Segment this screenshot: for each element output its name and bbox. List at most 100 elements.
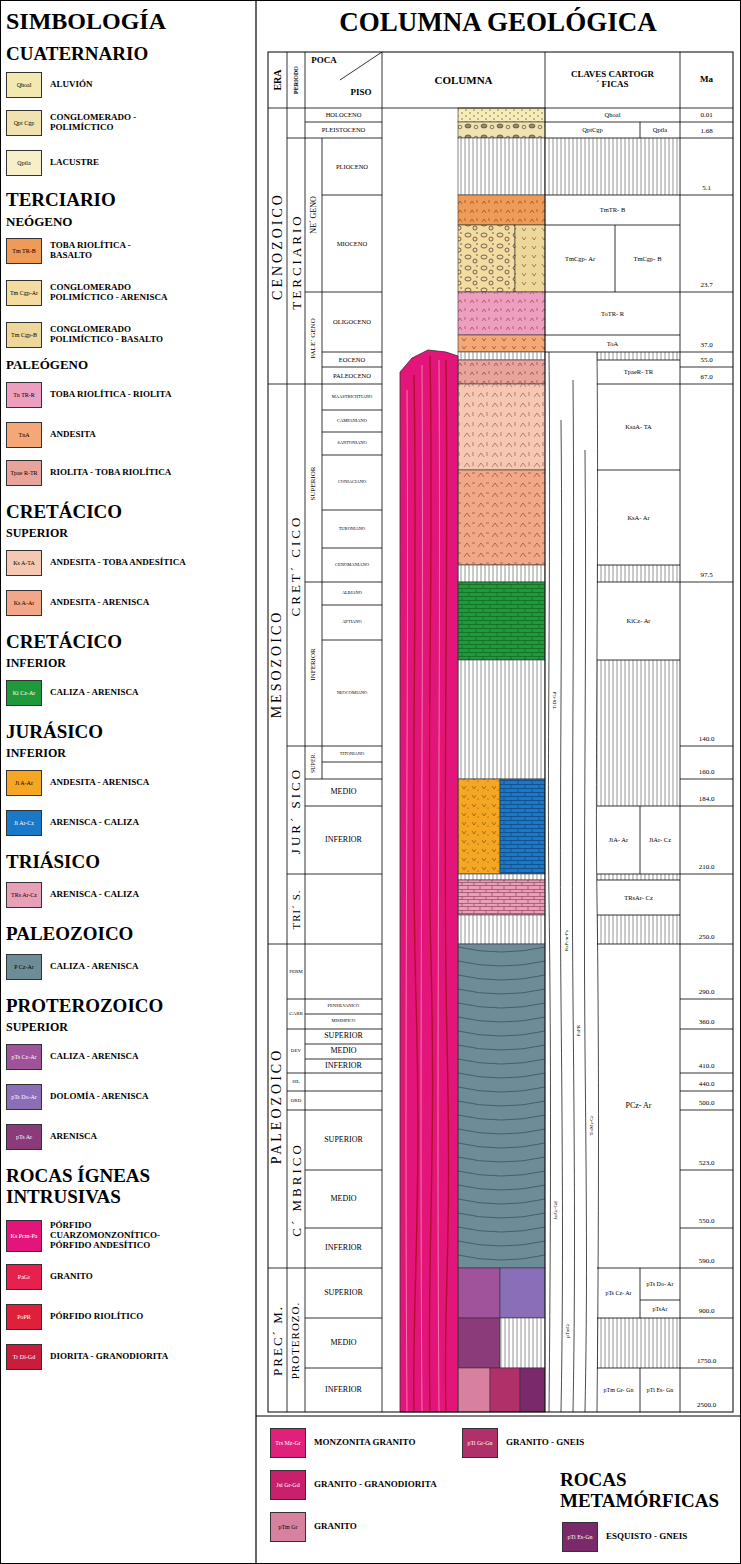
rotated-label: PALEOZOICO [271, 1048, 285, 1165]
swatch-code: pTs Do-Ar [7, 1094, 41, 1101]
legend-text: RIOLITA - TOBA RIOLÍTICA [50, 468, 200, 478]
table-cell: INFERIOR [305, 1386, 382, 1395]
table-cell: 440.0 [680, 1081, 733, 1089]
legend-text: ANDESITA - TOBA ANDESÍTICA [50, 558, 200, 568]
rotated-cell: MESOZOICO [268, 384, 287, 944]
table-cell: SANTONIANO [322, 441, 382, 446]
rotated-cell: PREC´ M. [268, 1268, 287, 1412]
section-heading: TERCIARIO [6, 190, 251, 211]
swatch-code: pTs Ar [7, 1134, 41, 1141]
rotated-label: NE´ GENO [310, 196, 318, 234]
table-cell: pTi Es- Gn [640, 1387, 680, 1394]
legend-text: DIORITA - GRANODIORITA [50, 1352, 200, 1362]
rotated-label: PALE´ GENO [310, 318, 317, 358]
table-cell: MEDIO [305, 788, 382, 797]
rotated-cell: PoPR [573, 990, 585, 1070]
swatch-code: PaGr [7, 1274, 41, 1281]
table-cell: 290.0 [680, 989, 733, 997]
rotated-cell: PALEOZOICO [268, 944, 287, 1268]
rotated-cell: PALE´ GENO [305, 292, 322, 384]
rotated-label: C´ MBRICO [290, 1142, 303, 1237]
section-heading: PROTEROZOICO [6, 996, 251, 1017]
table-cell: 500.0 [680, 1100, 733, 1108]
table-cell: APTIANO [322, 620, 382, 625]
section-heading: INFERIOR [6, 747, 251, 760]
legend-text: PÓRFIDO CUARZOMONZONÍTICO- PÓRFIDO ANDES… [50, 1221, 180, 1251]
table-cell: 97.5 [680, 572, 733, 580]
legend-text: ESQUISTO - GNEIS [606, 1532, 736, 1542]
rotated-cell: TRI´ S. [287, 874, 305, 944]
table-cell: Qhoal [545, 111, 680, 118]
swatch-code: pTi Gr-Gn [463, 1440, 497, 1447]
table-cell: JiAr- Cz [640, 836, 680, 843]
swatch-code: Tpae R-TR [7, 470, 41, 477]
table-cell: 2500.0 [680, 1402, 733, 1410]
legend-text: GRANITO [314, 1522, 454, 1532]
table-cell: TpaeR- TR [597, 368, 680, 375]
table-cell: 1.68 [680, 128, 733, 136]
table-cell: MAASTRICHTIANO [322, 395, 382, 400]
swatch-code: Tm TR-B [7, 248, 41, 255]
rotated-cell: CRET´ CICO [287, 384, 305, 746]
table-cell: SIL [287, 1079, 305, 1085]
legend-text: GRANITO - GRANODIORITA [314, 1480, 454, 1490]
rotated-label: ERA [273, 69, 283, 90]
legend-text: PÓRFIDO RIOLÍTICO [50, 1312, 200, 1322]
table-cell: 55.0 [680, 357, 733, 365]
legend-text: CONGLOMERADO POLIMÍCTICO - BASALTO [50, 325, 190, 345]
legend-text: TOBA RIOLÍTICA - BASALTO [50, 241, 145, 261]
table-cell: PISO [342, 88, 380, 98]
legend-text: MONZONITA GRANITO [314, 1438, 454, 1448]
table-cell: PLEISTOCENO [305, 126, 382, 133]
legend-text: LACUSTRE [50, 158, 200, 168]
table-cell: POCA [308, 56, 340, 66]
table-cell: INFERIOR [305, 1244, 382, 1253]
table-cell: NEOCOMIANO [322, 691, 382, 696]
section-heading: CUATERNARIO [6, 44, 251, 65]
legend-text: CALIZA - ARENISCA [50, 1052, 200, 1062]
rotated-cell: TERCIARIO [287, 138, 305, 384]
table-cell: 23.7 [680, 282, 733, 290]
rotated-label: KsPcm-Pa [565, 929, 570, 950]
swatch-code: Ks A-Ar [7, 600, 41, 607]
table-cell: pTs Cz- Ar [597, 1290, 640, 1297]
table-cell: PALEOCENO [322, 372, 382, 379]
section-heading: INFERIOR [6, 657, 251, 670]
table-cell: EOCENO [322, 356, 382, 363]
table-cell: pTm Gr- Gn [597, 1387, 640, 1394]
section-heading: CRETÁCICO [6, 632, 251, 653]
table-cell: DEV [287, 1048, 305, 1054]
swatch-code: Qpt Cgp [7, 120, 41, 127]
table-cell: OLIGOCENO [322, 318, 382, 325]
table-cell: QptCgp [545, 126, 640, 133]
table-cell: KiCz- Ar [597, 617, 680, 624]
rotated-label: JUR´ SICO [290, 766, 303, 853]
swatch-code: Tr Di-Gd [7, 1354, 41, 1361]
table-cell: 550.0 [680, 1218, 733, 1226]
swatch-code: Ji A-Ar [7, 780, 41, 787]
swatch-code: PoPR [7, 1314, 41, 1321]
section-heading: PALEÓGENO [6, 358, 251, 372]
table-cell: MIOCENO [322, 240, 382, 247]
swatch-code: Trs Mz-Gr [271, 1440, 305, 1447]
swatch-code: Tm Cgp-B [7, 332, 41, 339]
table-cell: 160.0 [680, 769, 733, 777]
table-cell: TmTR- B [545, 206, 680, 213]
legend-text: CALIZA - ARENISCA [50, 688, 200, 698]
table-cell: ToA [545, 340, 680, 347]
rotated-label: SUPERIOR [310, 466, 317, 500]
swatch-code: Qptla [7, 160, 41, 167]
swatch-code: pTs Cz-Ar [7, 1054, 41, 1061]
table-cell: ToTR- R [545, 310, 680, 317]
table-cell: 67.0 [680, 374, 733, 382]
table-cell: pTs Do- Ar [640, 1281, 680, 1288]
table-cell: 184.0 [680, 796, 733, 804]
table-cell: 900.0 [680, 1308, 733, 1316]
rotated-label: TrsMz-Gr [589, 1115, 594, 1135]
legend-text: CONGLOMERADO POLIMÍCTICO - ARENISCA [50, 283, 190, 303]
rotated-label: PREC´ M. [271, 1305, 284, 1376]
table-cell: 210.0 [680, 864, 733, 872]
table-cell: 410.0 [680, 1063, 733, 1071]
table-cell: MISISIPICO [305, 1019, 382, 1024]
